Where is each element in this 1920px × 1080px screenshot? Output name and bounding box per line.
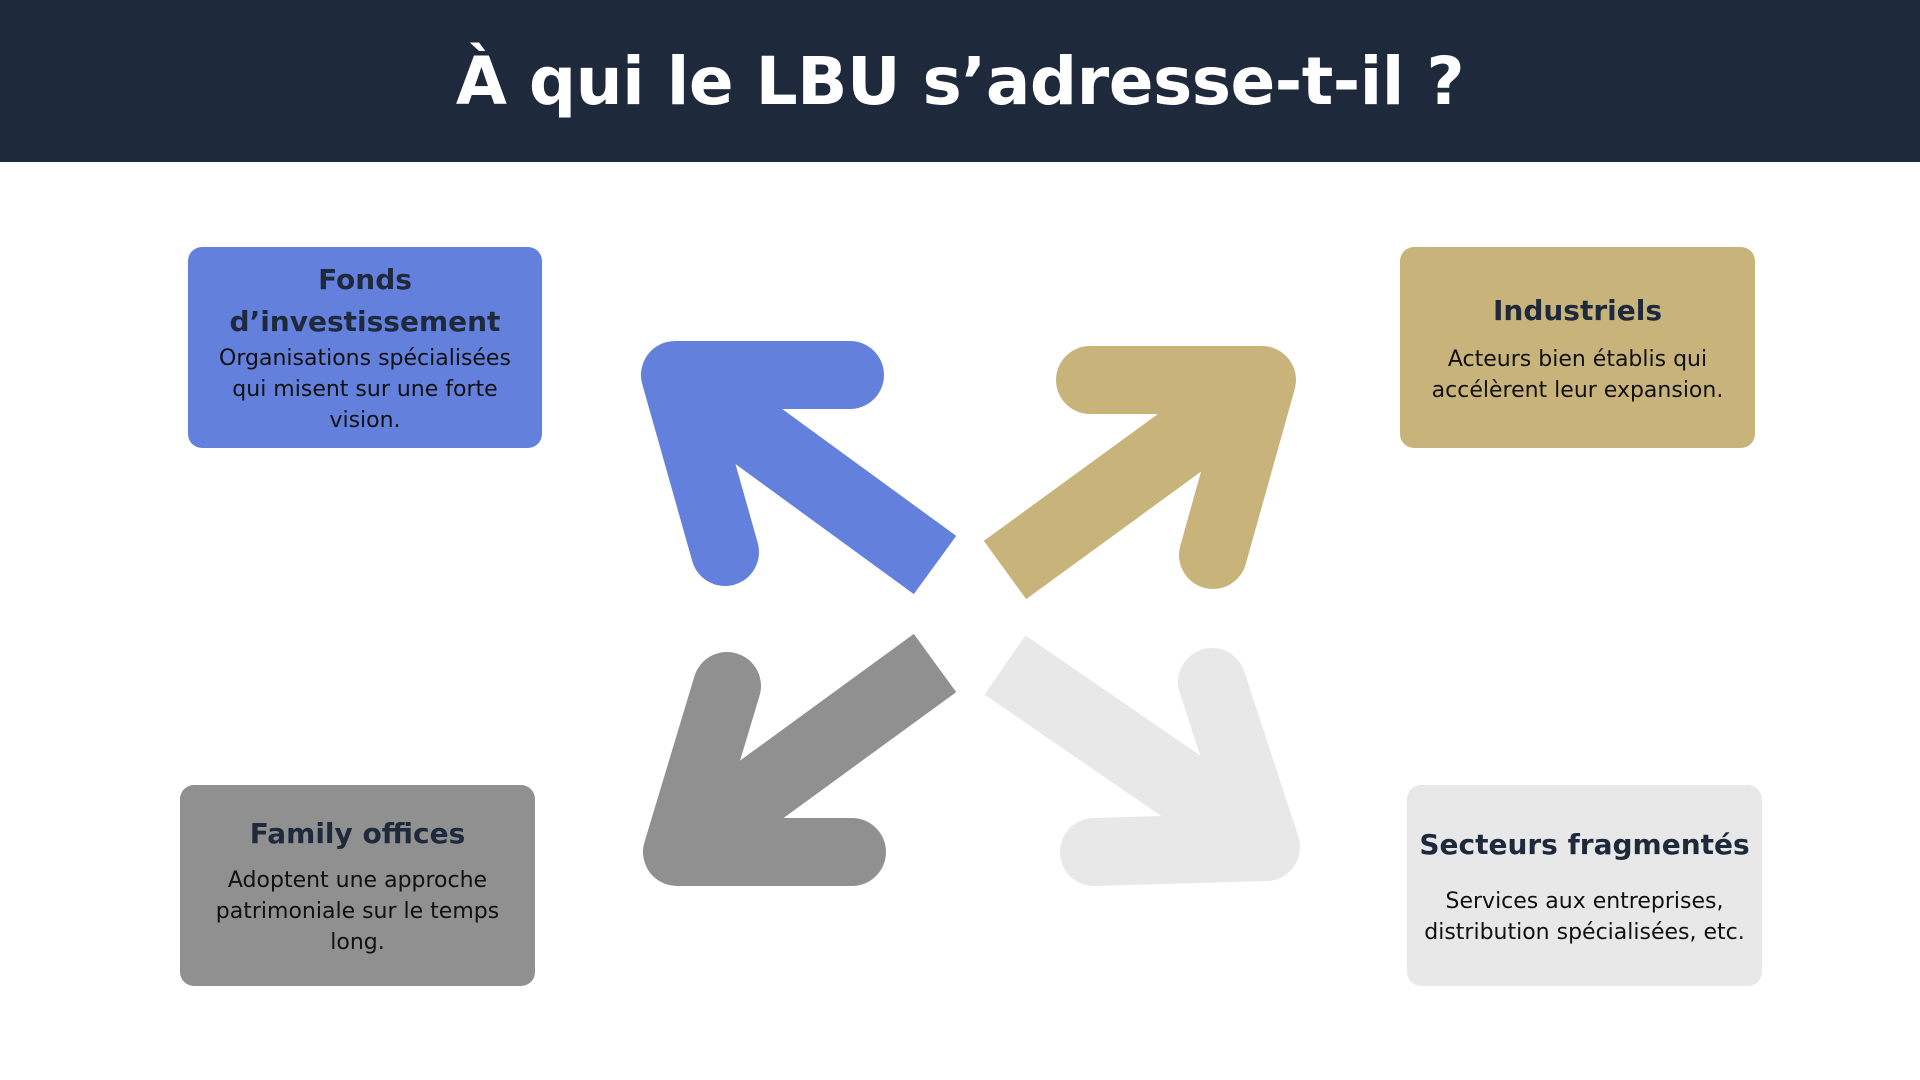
arrow-down-left-head: [643, 652, 886, 886]
card-family-offices: Family offices Adoptent une approche pat…: [180, 785, 535, 986]
card-family-text: Adoptent une approche patrimoniale sur l…: [215, 868, 500, 955]
card-industriels-text: Acteurs bien établis qui accélèrent leur…: [1431, 346, 1724, 403]
arrow-down-left-shaft: [673, 633, 957, 868]
card-industriels: Industriels Acteurs bien établis qui acc…: [1400, 247, 1755, 448]
arrow-down-left-icon: [643, 633, 957, 886]
arrow-up-left-icon: [641, 341, 957, 595]
page-title: À qui le LBU s’adresse-t-il ?: [455, 42, 1465, 120]
arrow-down-right-shaft: [984, 635, 1266, 860]
card-industriels-title: Industriels: [1492, 293, 1663, 327]
card-fonds-title: Fonds d’investissement: [229, 263, 501, 338]
arrow-down-right-icon: [984, 635, 1300, 886]
card-secteurs-text: Services aux entreprises, distribution s…: [1424, 888, 1745, 945]
arrow-up-left-shaft: [673, 360, 957, 595]
arrow-up-left-head: [641, 341, 884, 586]
card-family-title: Family offices: [249, 817, 466, 850]
card-fonds-text: Organisations spécialisées qui misent su…: [219, 346, 511, 433]
arrow-up-right-head: [1056, 346, 1296, 589]
card-secteurs-fragmentes: Secteurs fragmentés Services aux entrepr…: [1407, 785, 1762, 986]
card-fonds-investissement: Fonds d’investissement Organisations spé…: [188, 247, 542, 448]
arrow-up-right-icon: [983, 346, 1296, 600]
card-secteurs-title: Secteurs fragmentés: [1419, 827, 1750, 861]
arrow-up-right-shaft: [983, 365, 1267, 600]
header-bar: À qui le LBU s’adresse-t-il ?: [0, 0, 1920, 162]
arrow-down-right-head: [1060, 648, 1300, 886]
